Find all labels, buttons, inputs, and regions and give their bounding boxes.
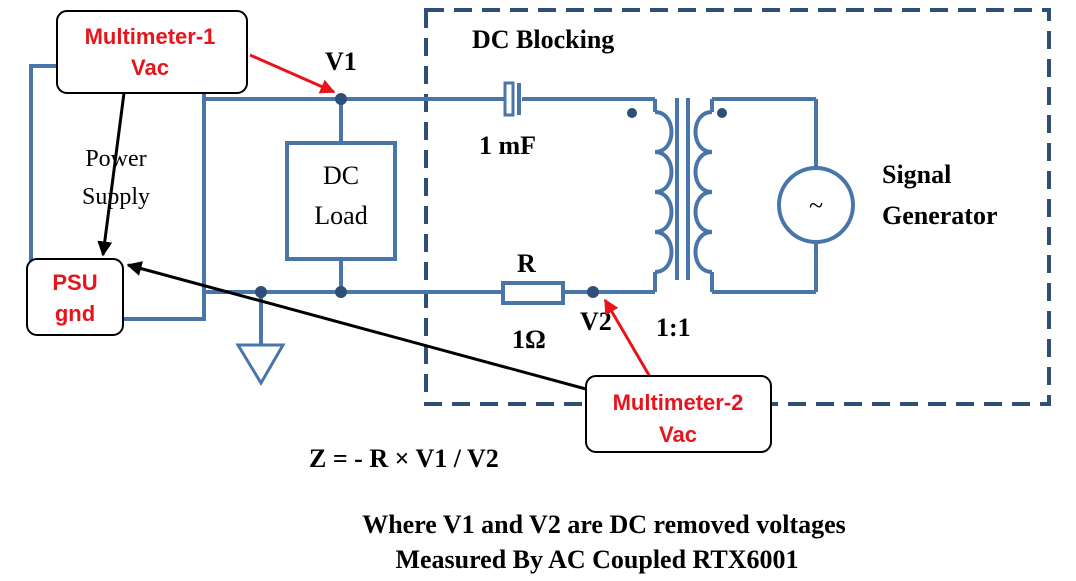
- dc-load-box: [285, 141, 397, 261]
- resistor-name: R: [517, 249, 536, 278]
- callout-arrows: [97, 53, 655, 391]
- wires: [204, 97, 818, 345]
- signal-label-1: Signal: [882, 160, 951, 189]
- resistor: [501, 281, 565, 305]
- v2-label: V2: [580, 307, 612, 336]
- signal-label-2: Generator: [882, 201, 998, 230]
- svg-text:Multimeter-1: Multimeter-1: [85, 24, 216, 49]
- junction-dots: [255, 93, 599, 298]
- capacitor: [503, 81, 521, 117]
- svg-text:Vac: Vac: [659, 422, 697, 447]
- ground-symbol: [235, 343, 286, 386]
- power-label-2: Supply: [82, 184, 150, 210]
- load-label-2: Load: [314, 201, 367, 230]
- multimeter-2-callout: Multimeter-2 Vac: [585, 375, 772, 453]
- capacitor-value: 1 mF: [479, 131, 536, 160]
- psu-gnd-callout: PSU gnd: [26, 258, 124, 336]
- turns-ratio: 1:1: [656, 313, 691, 342]
- impedance-formula: Z = - R × V1 / V2: [309, 444, 499, 473]
- multimeter-1-callout: Multimeter-1 Vac: [56, 10, 248, 94]
- svg-text:Vac: Vac: [131, 55, 169, 80]
- load-label-1: DC: [323, 161, 359, 190]
- svg-text:PSU: PSU: [52, 270, 97, 295]
- transformer: [627, 98, 727, 280]
- resistor-value: 1Ω: [512, 325, 546, 354]
- caption-line-2: Measured By AC Coupled RTX6001: [395, 545, 798, 574]
- signal-source: [777, 166, 855, 244]
- v1-label: V1: [325, 47, 357, 76]
- svg-text:Multimeter-2: Multimeter-2: [613, 390, 744, 415]
- dc-blocking-label: DC Blocking: [472, 25, 614, 54]
- source-symbol: ~: [809, 191, 823, 220]
- svg-text:gnd: gnd: [55, 301, 95, 326]
- caption-line-1: Where V1 and V2 are DC removed voltages: [362, 510, 846, 539]
